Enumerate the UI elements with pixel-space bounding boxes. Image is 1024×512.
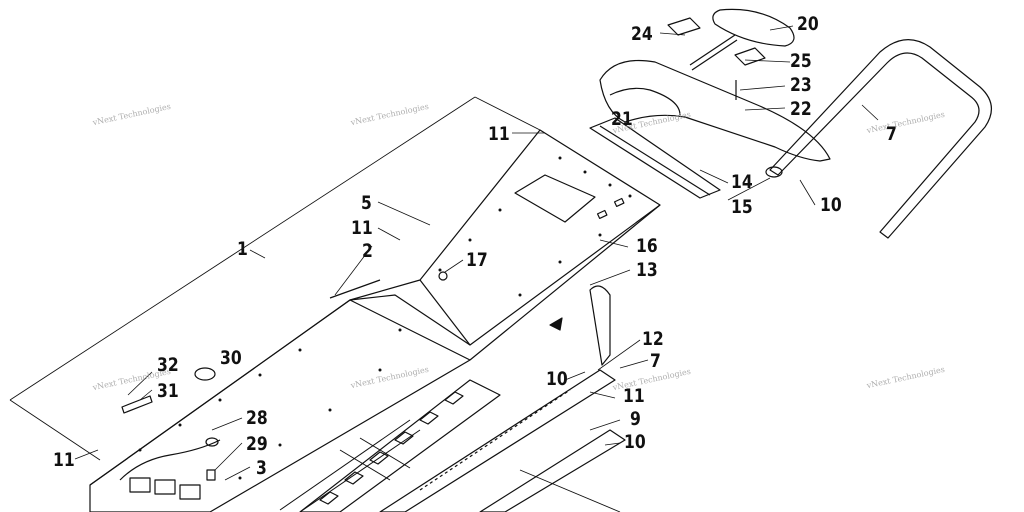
tunnel-panel xyxy=(89,129,661,512)
callout-12: 12 xyxy=(642,328,664,350)
callout-32: 32 xyxy=(157,354,179,376)
callout-14: 14 xyxy=(731,171,753,193)
callout-11-left: 11 xyxy=(53,449,75,471)
flap-bracket xyxy=(549,285,611,366)
callout-13: 13 xyxy=(636,259,658,281)
callout-10-mid: 10 xyxy=(546,368,568,390)
callout-9: 9 xyxy=(630,408,641,430)
outline-box xyxy=(9,96,621,512)
callout-29: 29 xyxy=(246,433,268,455)
callout-11-top: 11 xyxy=(488,123,510,145)
callout-10-top: 10 xyxy=(820,194,842,216)
callout-15: 15 xyxy=(731,196,753,218)
callout-10-bottom: 10 xyxy=(624,431,646,453)
callout-7-mid: 7 xyxy=(650,350,661,372)
callout-16: 16 xyxy=(636,235,658,257)
callout-11-upper: 11 xyxy=(351,217,373,239)
wiring-harness xyxy=(119,437,221,500)
callout-7-top: 7 xyxy=(886,123,897,145)
callout-24: 24 xyxy=(631,23,653,45)
callout-28: 28 xyxy=(246,407,268,429)
callout-2: 2 xyxy=(362,240,373,262)
callout-5: 5 xyxy=(361,192,372,214)
callout-11-right: 11 xyxy=(623,385,645,407)
callout-17: 17 xyxy=(466,249,488,271)
callout-22: 22 xyxy=(790,98,812,120)
callout-30: 30 xyxy=(220,347,242,369)
callout-31: 31 xyxy=(157,380,179,402)
perforated-rail xyxy=(299,369,626,512)
grab-handle xyxy=(765,39,992,239)
callout-20: 20 xyxy=(797,13,819,35)
rod-set xyxy=(279,419,421,512)
callout-1: 1 xyxy=(237,238,248,260)
callout-23: 23 xyxy=(790,74,812,96)
seat-assembly xyxy=(599,8,831,162)
callout-21: 21 xyxy=(611,108,633,130)
callout-25: 25 xyxy=(790,50,812,72)
leader-lines xyxy=(74,25,879,481)
rear-plate xyxy=(589,117,721,199)
callout-3: 3 xyxy=(256,457,267,479)
